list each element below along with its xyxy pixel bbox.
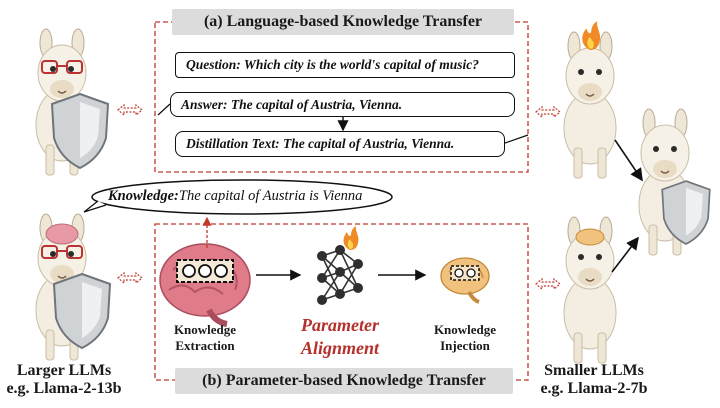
answer-connector [157, 103, 171, 116]
injection-brain-icon [440, 257, 490, 304]
question-box: Question: Which city is the world's capi… [175, 52, 515, 78]
knowledge-extraction-label: Knowledge Extraction [173, 322, 237, 353]
smaller-llms-label: Smaller LLMs e.g. Llama-2-7b [540, 362, 648, 397]
knowledge-injection-label: Knowledge Injection [433, 322, 497, 353]
smaller-llama-bottom-icon [563, 216, 617, 364]
bottom-to-combined-arrow [611, 236, 639, 273]
double-arrow-icon [117, 272, 143, 284]
parameter-alignment-label: Parameter Alignment [300, 315, 380, 358]
neural-network-icon [317, 245, 363, 305]
double-arrow-icon [117, 104, 143, 116]
answer-box: Answer: The capital of Austria, Vienna. [170, 92, 515, 117]
larger-llama-top-icon [35, 28, 89, 176]
distillation-connector [504, 134, 529, 144]
knowledge-text: Knowledge:The capital of Austria is Vien… [108, 188, 362, 205]
section-b-title: (b) Parameter-based Knowledge Transfer [175, 368, 513, 394]
knowledge-bubble-tail [83, 200, 107, 213]
knowledge-label: Knowledge: [108, 188, 179, 204]
knowledge-value: The capital of Austria is Vienna [178, 188, 363, 204]
brain-icon [159, 243, 251, 327]
double-arrow-icon [535, 106, 561, 118]
double-arrow-icon [535, 278, 561, 290]
knowledge-bubble [91, 179, 393, 215]
smaller-llama-top-icon [563, 31, 617, 179]
top-to-combined-arrow [614, 139, 643, 182]
larger-llama-bottom-icon [35, 213, 89, 361]
section-a-title: (a) Language-based Knowledge Transfer [172, 9, 514, 35]
flame-icon [582, 21, 601, 50]
larger-llms-label: Larger LLMs e.g. Llama-2-13b [6, 362, 122, 397]
flame-icon [343, 226, 359, 250]
distillation-box: Distillation Text: The capital of Austri… [175, 131, 505, 157]
